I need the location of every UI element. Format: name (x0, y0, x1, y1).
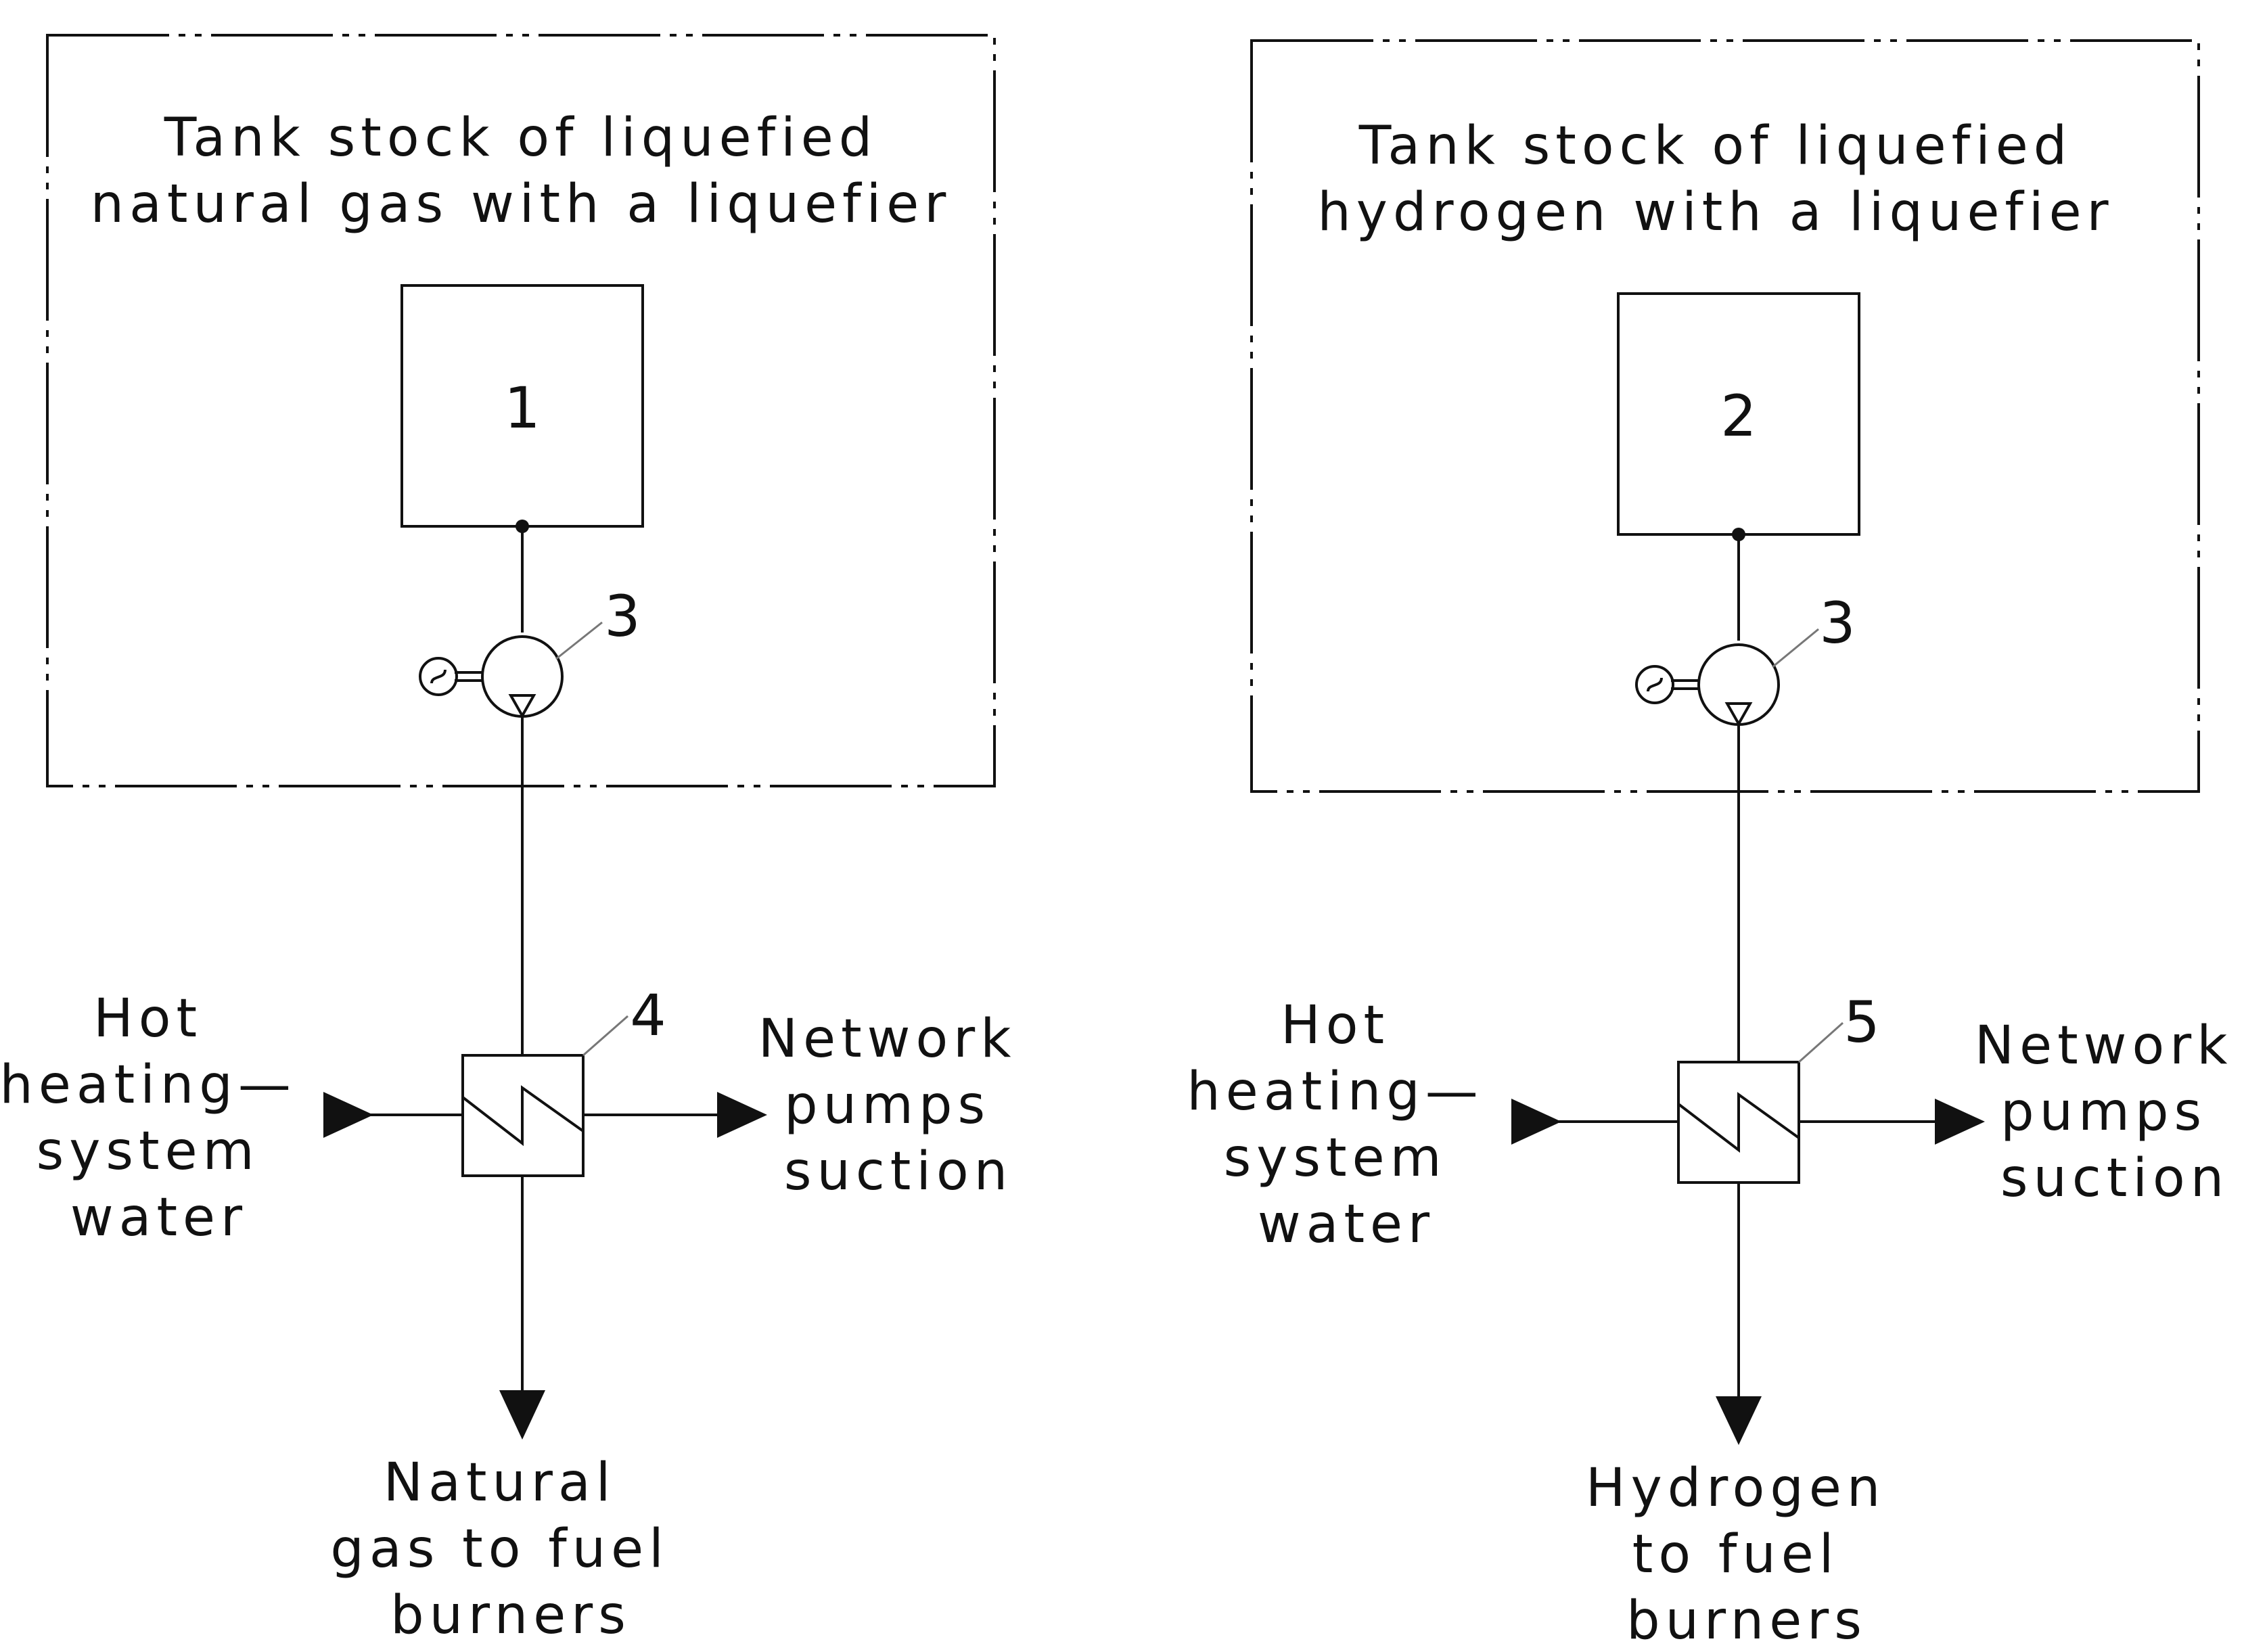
outlet-arrow-icon (717, 1092, 767, 1138)
outlet-label-line2: pumps (2000, 1082, 2207, 1143)
inlet-label-line2: heating— (0, 1055, 296, 1116)
heat-exchanger-number: 4 (630, 982, 666, 1049)
inlet-label: Hot heating— system water (0, 988, 319, 1248)
inlet-label-line1: Hot (93, 988, 202, 1049)
inlet-label-line3: system (1224, 1128, 1447, 1189)
outlet-label-line2: pumps (784, 1075, 990, 1136)
outlet-arrow-icon (1935, 1099, 1985, 1145)
inlet-label-line4: water (1258, 1194, 1435, 1255)
exchanger-leader-line (1798, 1022, 1844, 1063)
cryogenic-pump-icon (419, 635, 564, 719)
outlet-label: Network pumps suction (1975, 1015, 2244, 1209)
right-frame-title-line2: hydrogen with a liquefier (1317, 182, 2113, 243)
inlet-arrow-icon (323, 1092, 373, 1138)
product-label-line2: to fuel (1632, 1524, 1839, 1585)
product-label-line1: Hydrogen (1586, 1458, 1885, 1519)
outlet-label-line3: suction (2000, 1148, 2229, 1209)
cryogenic-pump-icon (1635, 643, 1780, 727)
inlet-label-line3: system (37, 1121, 260, 1182)
outlet-label-line3: suction (784, 1141, 1013, 1202)
heat-exchanger-icon (1677, 1061, 1800, 1184)
outlet-label: Network pumps suction (758, 1009, 1038, 1202)
product-label-line1: Natural (384, 1452, 616, 1513)
product-arrow-icon (1716, 1396, 1762, 1445)
product-label: Natural gas to fuel burners (330, 1452, 691, 1646)
pump-leader-line (1772, 628, 1819, 668)
right-storage-frame (1250, 39, 2200, 793)
product-label-line2: gas to fuel (330, 1519, 668, 1580)
left-frame-title-line2: natural gas with a liquefier (91, 174, 952, 235)
inlet-arrow-icon (1511, 1099, 1561, 1145)
outlet-label-line1: Network (1975, 1015, 2233, 1076)
heat-exchanger-icon (461, 1054, 585, 1177)
exchanger-leader-line (582, 1015, 628, 1057)
product-label: Hydrogen to fuel burners (1586, 1458, 1908, 1651)
product-label-line3: burners (390, 1585, 631, 1646)
left-scheme: Tank stock of liquefied natural gas with… (0, 34, 1038, 1646)
right-frame-title-line1: Tank stock of liquefied (1358, 116, 2073, 177)
right-scheme: Tank stock of liquefied hydrogen with a … (1187, 39, 2244, 1651)
pump-leader-line (555, 621, 603, 660)
product-arrow-icon (499, 1390, 545, 1440)
inlet-label: Hot heating— system water (1187, 995, 1505, 1255)
pump-number: 3 (604, 583, 640, 649)
lng-tank-number: 1 (504, 375, 540, 441)
inlet-label-line2: heating— (1187, 1061, 1483, 1122)
inlet-label-line4: water (70, 1187, 248, 1248)
pump-number: 3 (1819, 590, 1855, 656)
inlet-label-line1: Hot (1281, 995, 1390, 1056)
left-frame-title-line1: Tank stock of liquefied (164, 108, 878, 168)
outlet-label-line1: Network (758, 1009, 1017, 1070)
product-label-line3: burners (1626, 1590, 1867, 1651)
heat-exchanger-number: 5 (1844, 989, 1879, 1055)
lh2-tank-number: 2 (1720, 383, 1756, 449)
